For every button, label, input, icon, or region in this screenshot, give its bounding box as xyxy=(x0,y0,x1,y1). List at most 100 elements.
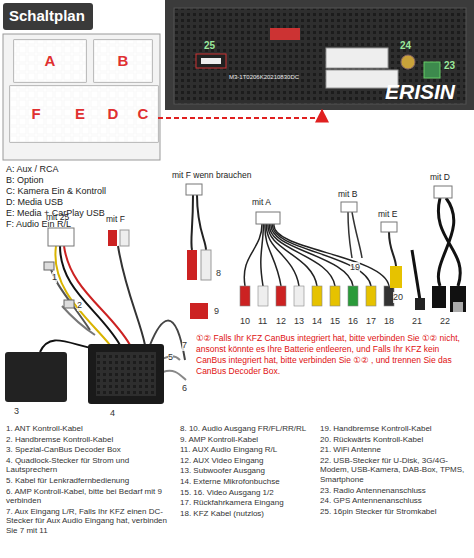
cable-f xyxy=(191,195,206,250)
parts-list-item: 2. Handbremse Kontroll-Kabel xyxy=(6,435,176,445)
connector-slot: C xyxy=(128,86,158,142)
connector-slot: F xyxy=(10,86,62,142)
wifi-antenna xyxy=(412,250,420,300)
plug-note: mit 25 xyxy=(46,212,69,222)
plug-note: mit A xyxy=(252,197,271,207)
callout-number: 14 xyxy=(312,316,322,327)
parts-list-item: 19. Handbremse Kontroll-Kabel xyxy=(320,424,470,434)
usb-plug xyxy=(432,286,446,308)
title: Schaltplan xyxy=(9,7,85,25)
connector-d-plug xyxy=(434,186,452,198)
brand-logo: ERISIN xyxy=(385,80,455,104)
connector-letter: B xyxy=(118,52,129,69)
slot-legend: D: Media USB xyxy=(6,197,63,208)
callout-number: 18 xyxy=(384,316,394,327)
rca-red xyxy=(108,230,117,246)
parts-list-item: 1. ANT Kontroll-Kabel xyxy=(6,424,176,434)
parts-list-item: 24. GPS Antennenanschluss xyxy=(320,496,470,506)
parts-list-item: 7. Aux Eingang L/R, Falls Ihr KFZ einen … xyxy=(6,507,176,536)
rca-plug xyxy=(366,286,376,306)
plug-note: mit F xyxy=(106,214,125,224)
canbus-box xyxy=(5,352,67,402)
parts-list-column: 8. 10. Audio Ausgang FR/FL/RR/RL9. AMP K… xyxy=(180,424,316,519)
parts-list-item: 6. AMP Kontroll-Kabel, bitte bei Bedarf … xyxy=(6,487,176,506)
port-white-1 xyxy=(326,48,388,68)
rca-plug xyxy=(240,286,250,306)
parts-list-item: 12. AUX Video Eingang xyxy=(180,456,316,466)
callout-number: 17 xyxy=(366,316,376,327)
quadlock-face xyxy=(96,352,156,396)
parts-list-item: 25. 16pin Stecker für Stromkabel xyxy=(320,507,470,517)
cable-e xyxy=(389,232,396,266)
plug-note: mit D xyxy=(430,172,450,182)
port-25 xyxy=(196,54,226,68)
ant-plug xyxy=(44,262,54,270)
callout-number: 20 xyxy=(393,292,403,303)
connector-slot: B xyxy=(94,40,152,82)
dashed-arrow xyxy=(158,110,322,118)
callout-number: 7 xyxy=(182,340,187,351)
slot-legend: C: Kamera Ein & Kontroll xyxy=(6,186,106,197)
callout-number: 15 xyxy=(330,316,340,327)
connector-slot: D xyxy=(98,86,128,142)
callout-number: 4 xyxy=(110,408,115,419)
connector-a xyxy=(14,40,86,82)
fan-wire xyxy=(244,224,262,286)
connector-panel xyxy=(3,34,160,160)
connector-slot: A xyxy=(14,40,86,82)
callout-number: 9 xyxy=(214,306,219,317)
parts-list-item: 21. WiFi Antenne xyxy=(320,445,470,455)
port-number: 24 xyxy=(400,40,411,52)
usb-tip xyxy=(453,302,463,312)
connector-e-plug xyxy=(381,222,397,232)
parts-list-item: 8. 10. Audio Ausgang FR/FL/RR/RL xyxy=(180,424,316,434)
fan-wire xyxy=(274,224,389,286)
callout-number: 6 xyxy=(182,383,187,394)
connector-b xyxy=(94,40,152,82)
connector-letter: C xyxy=(138,105,149,122)
slot-legend: A: Aux / RCA xyxy=(6,164,59,175)
connector-letter: A xyxy=(45,52,56,69)
warning-note: ①② Falls Ihr KFZ CanBus integriert hat, … xyxy=(196,333,470,377)
rca-yellow xyxy=(390,266,402,288)
port-number: 25 xyxy=(204,40,215,52)
parts-list-column: 19. Handbremse Kontroll-Kabel20. Rückwär… xyxy=(320,424,470,517)
quadlock xyxy=(88,344,164,404)
parts-list-item: 4. Quadlock-Stecker für Strom und Lautsp… xyxy=(6,456,176,475)
connector-f xyxy=(186,184,202,195)
parts-list-item: 15. 16. Video Ausgang 1/2 xyxy=(180,488,316,498)
brake-plug xyxy=(64,300,74,308)
rca-plug xyxy=(258,286,268,306)
rca-plug xyxy=(294,286,304,306)
connector-b-plug xyxy=(341,202,357,212)
parts-list-item: 13. Subwoofer Ausgang xyxy=(180,466,316,476)
slot-legend: B: Option xyxy=(6,175,44,186)
cable-d xyxy=(438,198,460,286)
cable-b xyxy=(348,212,362,258)
callout-number: 2 xyxy=(77,300,82,311)
rca-plug xyxy=(348,286,358,306)
cable-a xyxy=(240,224,394,306)
connector-row xyxy=(10,86,158,142)
fan-wire xyxy=(261,224,264,286)
callout-number: 5 xyxy=(168,352,173,363)
title-bar xyxy=(3,3,93,30)
connector-letter: E xyxy=(75,105,85,122)
unit-body xyxy=(174,8,466,104)
fan-wire xyxy=(271,224,353,286)
parts-list-item: 5. Kabel für Lenkradfernbedienung xyxy=(6,476,176,486)
callout-number: 10 xyxy=(240,316,250,327)
port-number: 23 xyxy=(444,60,455,72)
connector-letter: F xyxy=(31,105,40,122)
callout-number: 8 xyxy=(216,268,221,279)
rca-plug xyxy=(190,303,208,319)
parts-list-item: 22. USB-Stecker für U-Disk, 3G/4G-Modem,… xyxy=(320,456,470,485)
callout-number: 21 xyxy=(412,316,422,327)
parts-list-item: 23. Radio Antennenanschluss xyxy=(320,486,470,496)
plug-note: mit F wenn brauchen xyxy=(172,170,251,180)
wifi-antenna-tip xyxy=(415,298,425,310)
callout-number: 16 xyxy=(348,316,358,327)
connector-letter: D xyxy=(108,105,119,122)
parts-list-column: 1. ANT Kontroll-Kabel2. Handbremse Kontr… xyxy=(6,424,176,537)
rca-white xyxy=(120,230,129,246)
